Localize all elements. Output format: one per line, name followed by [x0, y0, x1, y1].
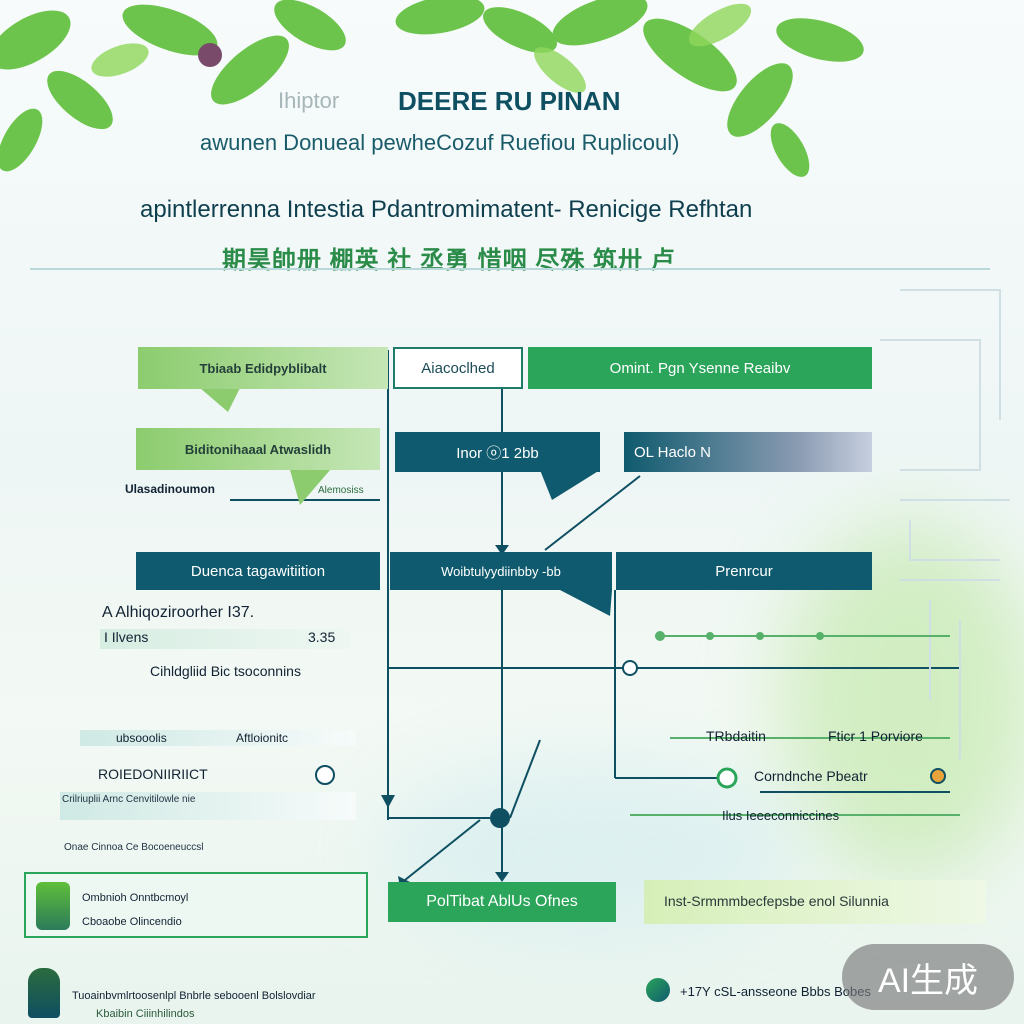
- node-n6: OL Haclo N: [624, 432, 872, 472]
- right-bottom-panel: [644, 880, 986, 924]
- node-n4-sublabel: Alemosiss: [318, 485, 364, 496]
- footer-figure-icon: [28, 968, 60, 1018]
- left-label-a5: ubsooolis: [116, 731, 167, 745]
- left-label-a6: ROIEDONIIRIICT: [98, 766, 208, 782]
- left-label-a4: Cihldgliid Bic tsoconnins: [150, 663, 301, 679]
- left-label-a3-value: 3.35: [308, 629, 336, 645]
- header-heading: apintlerrenna Intestia Pdantromimatent- …: [140, 196, 753, 223]
- right-label-r2: Fticr 1 Porviore: [828, 728, 923, 744]
- left-label-a3: I Ilvens: [104, 629, 149, 645]
- node-n7: Duenca tagawitiition: [136, 552, 380, 590]
- bottom-left-card-line1: Ombnioh Onntbcmoyl: [82, 892, 189, 904]
- bottom-left-card: Ombnioh Onntbcmoyl Cboaobe Olincendio: [24, 872, 368, 938]
- plant-icon: [36, 882, 70, 930]
- left-label-a7: Crilriuplii Arnc Cenvitilowle nie: [62, 794, 196, 805]
- right-label-r1: TRbdaitin: [706, 728, 766, 744]
- header-divider: [30, 268, 990, 270]
- node-n4: Biditonihaaal Atwaslidh: [136, 428, 380, 470]
- right-label-r5: Inst-Srmmmbecfepsbe enol Silunnia: [664, 893, 889, 909]
- node-n2: Aiacoclhed: [393, 347, 523, 389]
- header-subtitle: awunen Donueal pewheCozuf Ruefiou Ruplic…: [200, 130, 680, 155]
- left-label-a5-b: Aftloionitc: [236, 731, 289, 745]
- node-n8: Woibtulyydiinbby -bb: [390, 552, 612, 590]
- node-n3: Omint. Pgn Ysenne Reaibv: [528, 347, 872, 389]
- left-label-a8: Onae Cinnoa Ce Bocoeneuccsl: [64, 842, 204, 853]
- right-label-r3: Corndnche Pbeatr: [754, 768, 868, 784]
- left-row-stripe-3: [60, 792, 356, 820]
- node-n10: PolTibat AblUs Ofnes: [388, 882, 616, 922]
- page-title: DEERE RU PINAN: [398, 86, 621, 116]
- right-label-r4: Ilus Ieeeconniccines: [722, 808, 840, 823]
- bottom-left-card-line2: Cboaobe Olincendio: [82, 916, 182, 928]
- left-label-a1: Ulasadinoumon: [125, 482, 216, 496]
- node-n9: Prenrcur: [616, 552, 872, 590]
- node-n5: Inor ⓞ1 2bb: [395, 432, 600, 472]
- header-line1-prefix: Ihiptor: [278, 88, 340, 113]
- node-n1: Tbiaab Edidpyblibalt: [138, 347, 388, 389]
- footer-right-text: +17Y cSL-ansseone Bbbs Bobes: [680, 984, 871, 999]
- leaves-decoration: [0, 0, 864, 177]
- left-row-stripe-1: [100, 629, 350, 649]
- ai-generated-badge: AI生成: [842, 944, 1014, 1010]
- footer-text-2: Kbaibin Ciiinhilindos: [96, 1008, 195, 1020]
- footer-globe-icon: [646, 978, 670, 1002]
- left-row-stripe-2: [80, 730, 356, 746]
- footer-text: Tuoainbvmlrtoosenlpl Bnbrle sebooenl Bol…: [72, 990, 316, 1002]
- left-label-a2: A Alhiqoziroorher I37.: [102, 604, 255, 621]
- status-dot-icon: [930, 768, 946, 784]
